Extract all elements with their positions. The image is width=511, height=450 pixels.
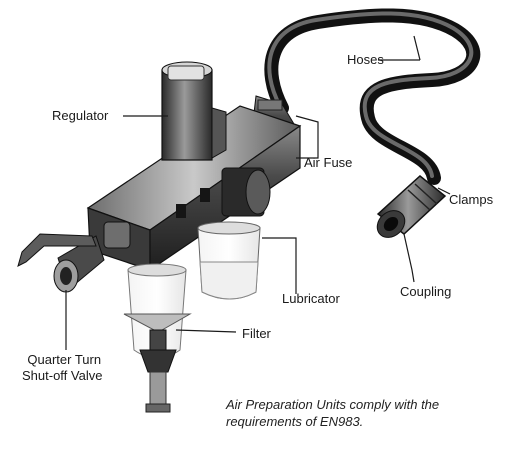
regulator-label: Regulator [52, 108, 109, 123]
coupling-part [376, 175, 447, 238]
hoses-label: Hoses [347, 52, 384, 67]
coupling-leader [403, 233, 415, 283]
valve-label-line2: Shut-off Valve [22, 368, 103, 383]
hose [264, 8, 481, 185]
regulator-part [161, 61, 227, 161]
clamps-label: Clamps [449, 192, 494, 207]
caption-line1: Air Preparation Units comply with the [226, 397, 440, 412]
lubricator-part [197, 167, 271, 300]
caption: Air Preparation Units comply with the re… [226, 396, 439, 430]
hoses-leader-tip [413, 35, 421, 61]
filter-label: Filter [242, 326, 271, 341]
filter-leader [175, 329, 237, 333]
leader-lines [65, 35, 451, 350]
caption-line2: requirements of EN983. [226, 414, 364, 429]
clamps-leader [437, 187, 451, 195]
air-fuse-leader [295, 115, 319, 159]
valve-label-line1: Quarter Turn [27, 352, 102, 367]
filter-part [123, 263, 192, 413]
valve-label: Quarter Turn Shut-off Valve [22, 352, 102, 384]
coupling-label: Coupling [400, 284, 452, 299]
lubricator-leader [262, 237, 297, 294]
lubricator-label: Lubricator [282, 291, 340, 306]
air-fuse-label: Air Fuse [304, 155, 353, 170]
shut-off-valve-part [17, 221, 131, 293]
